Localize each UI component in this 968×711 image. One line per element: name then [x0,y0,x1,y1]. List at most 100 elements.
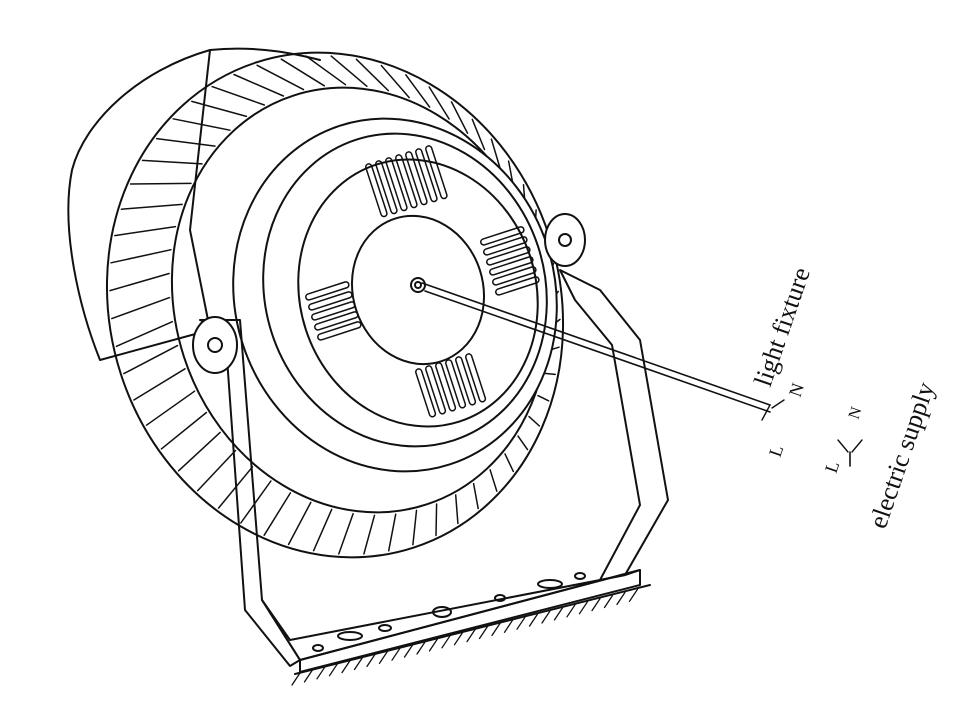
fin [256,64,305,91]
label-supply-N: N [846,404,866,421]
fin [109,272,170,292]
vent-slot [495,276,540,296]
base-hole-3 [312,644,324,652]
supply-wire-N [851,439,863,453]
hatch-mark [616,591,626,606]
fin [240,480,272,524]
base-hole-2 [494,594,506,602]
power-cable [421,282,771,406]
vent-slot [375,160,398,215]
hatch-mark [303,669,314,683]
base-slot-1 [337,631,363,641]
fin [263,492,292,536]
vent-slot [480,226,525,246]
pivot-knob-left [192,316,238,374]
fin [160,411,208,450]
hatch-mark [316,666,326,680]
vent-slot [455,356,477,406]
hatch-mark [353,656,364,671]
vent-slot [415,368,437,418]
vent-slot [305,281,350,301]
hatch-mark [528,613,539,627]
fin [133,368,186,401]
base-hole-center [432,606,452,618]
fin [338,512,354,555]
fin [537,394,550,402]
mounting-bracket-left-arm [199,319,301,667]
vent-slot [425,365,447,415]
hatch-mark [341,659,351,674]
hatch-mark [291,672,301,686]
power-cable-lower [424,290,771,413]
vent-slot [435,362,457,412]
hatch-mark [503,619,514,633]
hatch-mark [591,597,601,612]
fin [405,74,431,108]
hatch-mark [578,601,589,615]
hatch-mark [566,604,576,618]
label-fixture-N: N [785,380,808,399]
vent-slot [365,163,388,218]
vent-slot [308,291,353,311]
vent-slot [311,301,356,321]
hatch-mark [378,650,389,664]
vent-slot [492,266,537,286]
vent-slot [483,236,528,256]
vent-slot [314,311,359,331]
fin [155,137,216,147]
cable-wire-L [761,404,771,421]
fin [454,494,459,525]
fin [123,344,179,375]
hatch-mark [453,632,464,646]
fixture-rear-shell-edge [209,47,321,61]
fixture-rear-shell [67,49,211,361]
fin [504,453,515,473]
ground-hatching [291,588,639,686]
fin [211,85,266,106]
cable-gland [410,277,426,293]
label-supply-L: L [821,458,843,475]
fin [233,73,285,97]
hatch-mark [541,610,551,624]
vent-slot [445,359,467,409]
front-center-cap [350,214,486,366]
fin [287,501,312,546]
hatch-mark [628,588,639,602]
cooling-fins [109,55,561,555]
vent-slot [317,321,362,341]
mounting-bracket-base [261,569,641,661]
pivot-knob-right [544,213,586,267]
vent-slot [465,353,487,403]
vent-slot [405,151,428,206]
fin [543,372,556,376]
hatch-mark [478,625,489,640]
vent-slots [305,145,540,418]
label-light-fixture: light fixture [748,264,816,390]
hatch-mark [403,644,414,658]
fin [355,58,390,92]
fin [129,182,192,185]
supply-wire-L [837,439,849,453]
fin [191,100,248,118]
fin [141,159,203,165]
mounting-bracket-base-front [299,569,641,673]
pivot-bolt-left [207,337,223,353]
fin [196,449,237,492]
fin [380,64,410,99]
hatch-mark [416,641,426,655]
fin [120,203,183,210]
vent-slot [385,157,408,212]
base-hole-1 [378,624,392,632]
vent-slot [395,154,418,209]
fin [177,431,221,472]
vent-slot [425,145,448,200]
fin [145,390,196,426]
ground-line [294,584,651,675]
fin [114,225,177,237]
base-hole-4 [574,572,586,580]
hatch-mark [516,616,526,630]
hatch-mark [391,647,401,661]
fin [387,513,397,552]
